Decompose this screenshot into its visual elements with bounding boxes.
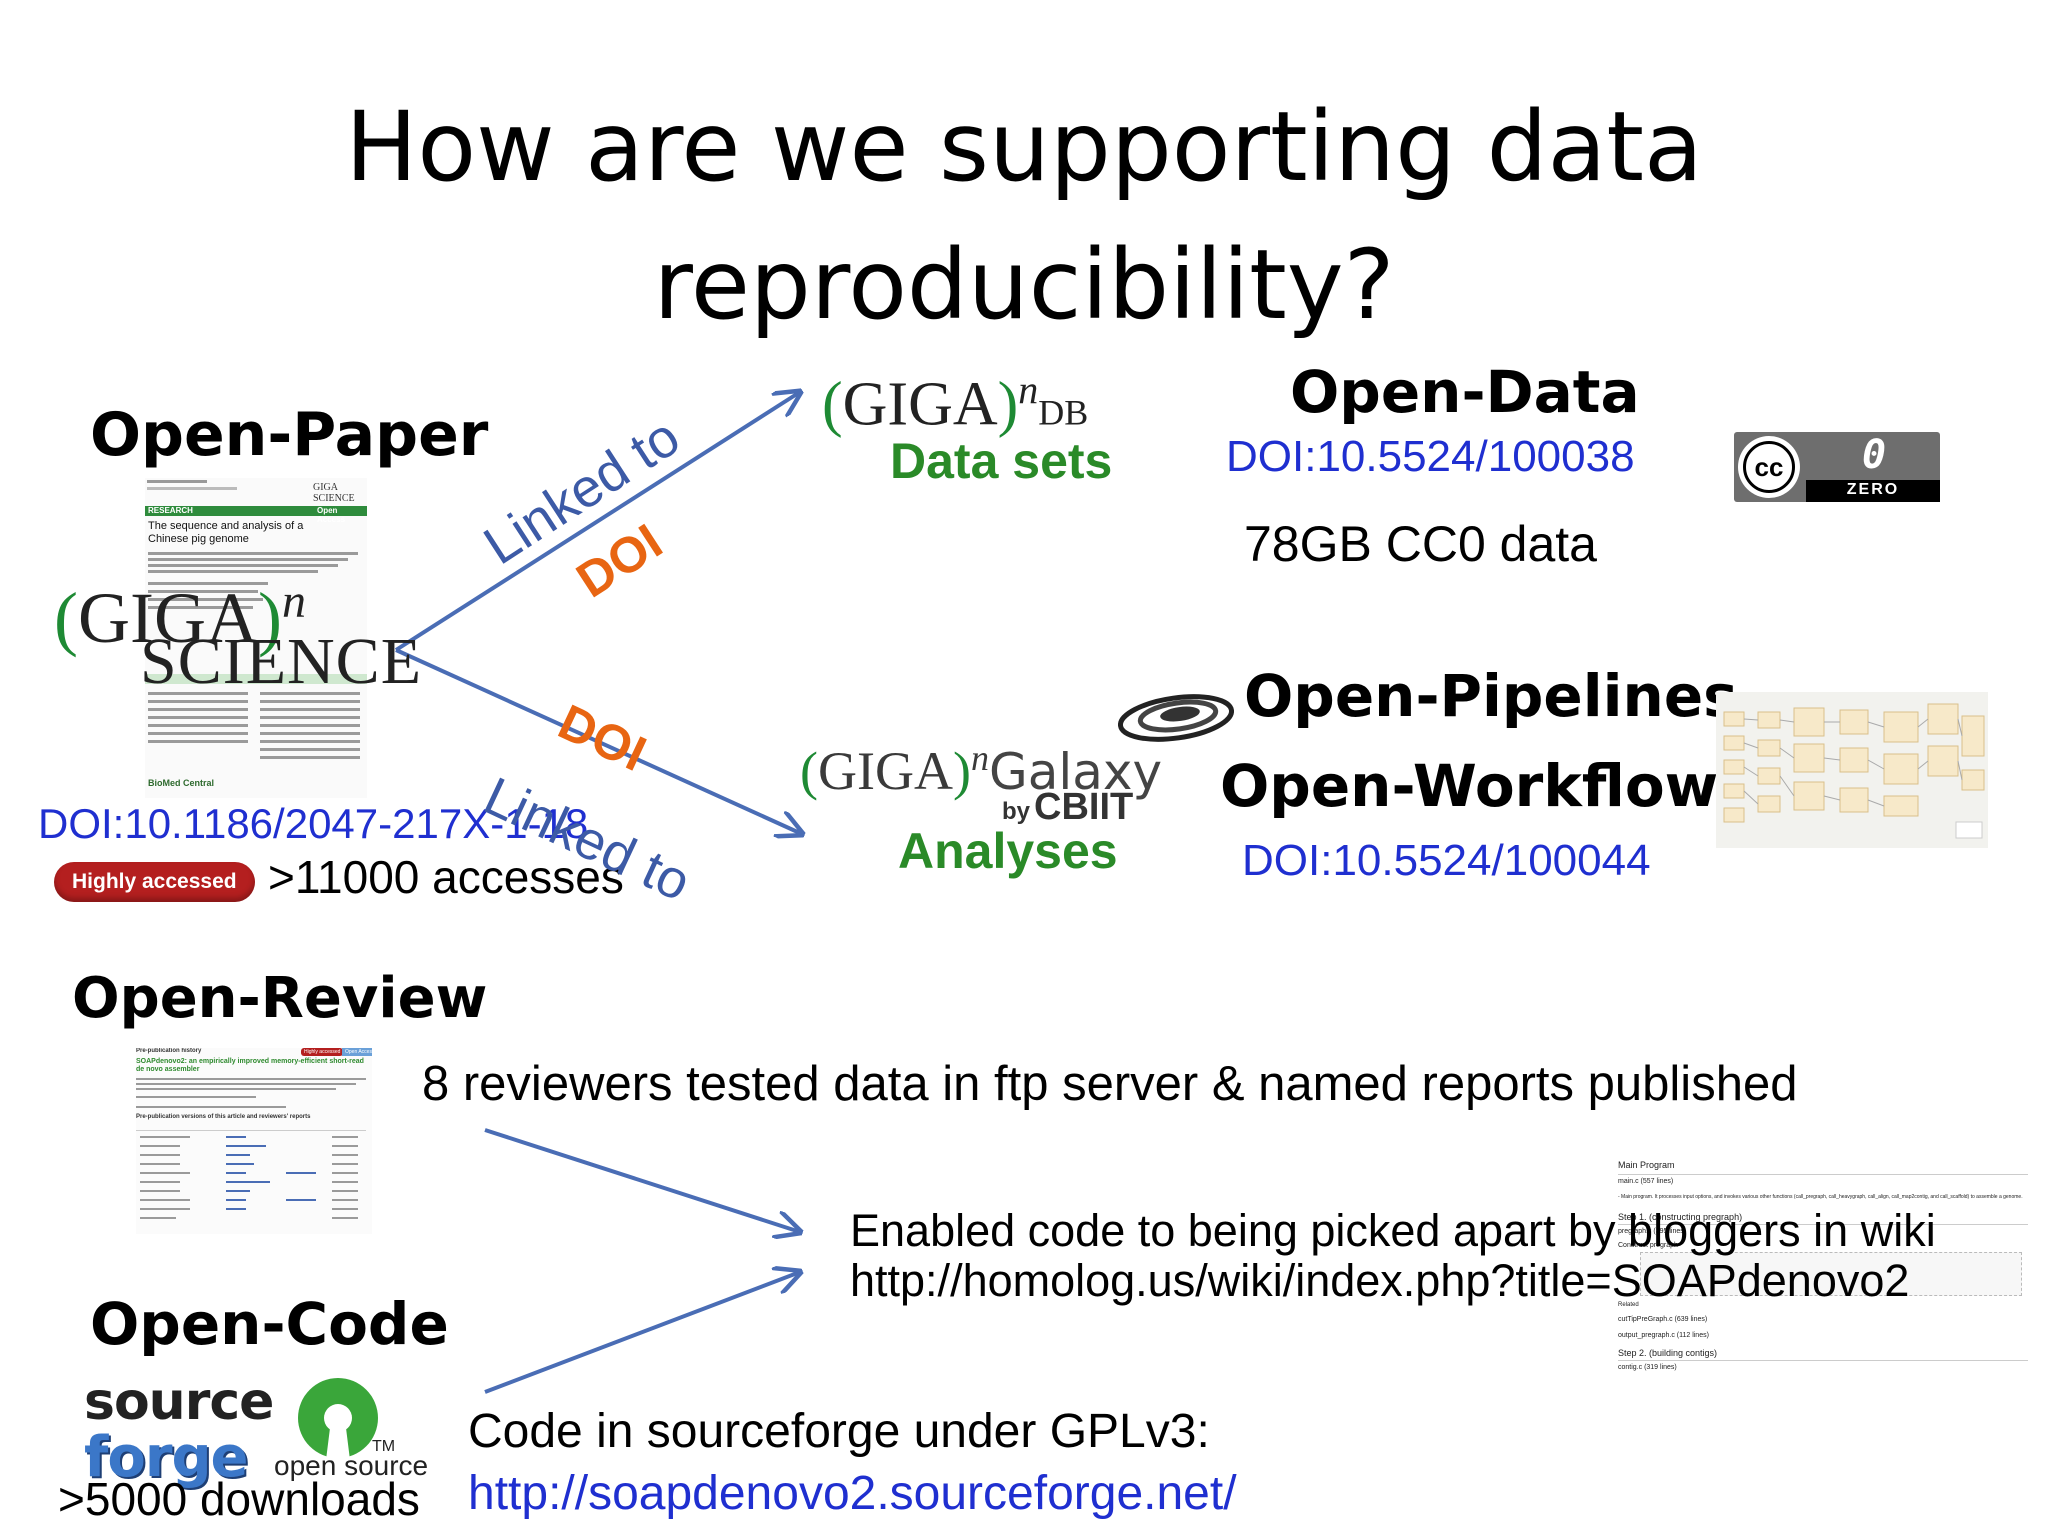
wiki-thumbnail-step1: Step 1. (constructing pregraph) bbox=[1618, 1212, 1743, 1222]
gigadb-logo-giga: GIGA bbox=[842, 370, 998, 439]
paper-thumbnail: GIGA SCIENCE RESEARCH Open Access The se… bbox=[145, 478, 367, 798]
workflow-thumbnail bbox=[1716, 692, 1988, 848]
open-review-description: 8 reviewers tested data in ftp server & … bbox=[422, 1057, 1798, 1111]
cc-icon: cc bbox=[1743, 441, 1795, 493]
arrow-to-galaxy bbox=[395, 648, 802, 834]
gigascience-logo-giga: GIGA bbox=[77, 578, 258, 658]
paper-thumbnail-section: RESEARCH bbox=[148, 506, 193, 515]
open-workflows-heading: Open-Workflows bbox=[1220, 752, 1753, 820]
code-license-text: Code in sourceforge under GPLv3: bbox=[468, 1405, 1210, 1458]
open-review-heading: Open-Review bbox=[72, 966, 488, 1031]
open-pipelines-heading: Open-Pipelines bbox=[1244, 662, 1738, 730]
gigagalaxy-logo-galaxy: Galaxy bbox=[988, 743, 1163, 801]
paper-thumbnail-access: Open Access bbox=[317, 506, 346, 524]
wiki-thumbnail-construct: Construct pregraph bbox=[1618, 1242, 1678, 1249]
gigagalaxy-logo-n: n bbox=[970, 738, 989, 778]
wiki-thumbnail-main-program: Main Program bbox=[1618, 1160, 1675, 1170]
sourceforge-logo-top: source bbox=[84, 1372, 274, 1432]
open-source-tm: TM bbox=[372, 1438, 396, 1455]
gigagalaxy-logo: (GIGA)nGalaxy bbox=[800, 738, 1163, 801]
paper-thumbnail-journal: GIGA SCIENCE bbox=[313, 482, 355, 504]
open-source-icon bbox=[296, 1376, 380, 1460]
cc-zero-label: ZERO bbox=[1846, 481, 1900, 498]
cc-zero-glyph: 0 bbox=[1861, 432, 1887, 478]
review-thumbnail-title: SOAPdenovo2: an empirically improved mem… bbox=[136, 1058, 364, 1073]
open-source-label: open source bbox=[274, 1450, 429, 1481]
wiki-thumbnail: Main Program main.c (557 lines) - Main p… bbox=[1612, 1152, 2032, 1382]
gigascience-logo: (GIGA)n bbox=[54, 575, 306, 658]
cbiit-name: CBIIT bbox=[1034, 786, 1134, 828]
wiki-description: Enabled code to being picked apart by bl… bbox=[850, 1206, 1936, 1306]
gigascience-logo-science: SCIENCE bbox=[140, 625, 423, 698]
highly-accessed-badge: Highly accessed bbox=[54, 862, 255, 902]
wiki-thumbnail-file1: cutTipPreGraph.c (639 lines) bbox=[1618, 1316, 1708, 1323]
review-thumbnail-table-heading: Pre-publication versions of this article… bbox=[136, 1114, 311, 1120]
wiki-thumbnail-step2: Step 2. (building contigs) bbox=[1618, 1348, 1718, 1358]
sourceforge-logo-bottom: forge bbox=[84, 1425, 249, 1490]
open-data-heading: Open-Data bbox=[1290, 358, 1640, 426]
code-url-link[interactable]: http://soapdenovo2.sourceforge.net/ bbox=[468, 1467, 1237, 1520]
open-pipelines-doi: DOI:10.5524/100044 bbox=[1242, 836, 1651, 885]
gigadb-logo-n: n bbox=[1018, 367, 1039, 412]
review-thumbnail: Pre-publication history Highly accessed … bbox=[136, 1048, 372, 1234]
code-downloads: >5000 downloads bbox=[58, 1473, 420, 1525]
wiki-thumbnail-main-desc: - Main program. It processes input optio… bbox=[1618, 1194, 2023, 1200]
wiki-thumbnail-pregraph: pregraph.c (395 lines) bbox=[1618, 1228, 1687, 1235]
paper-thumbnail-title: The sequence and analysis of a Chinese p… bbox=[148, 520, 304, 545]
review-thumbnail-button: Open Access bbox=[342, 1048, 372, 1056]
arrow-from-code bbox=[484, 1272, 800, 1394]
paper-thumbnail-publisher: BioMed Central bbox=[148, 778, 215, 788]
gigadb-logo-db: DB bbox=[1038, 392, 1089, 433]
review-thumbnail-label: Pre-publication history bbox=[136, 1048, 202, 1054]
galaxy-caption: Analyses bbox=[898, 823, 1118, 879]
gigadb-caption: Data sets bbox=[890, 433, 1113, 489]
arrow-to-gigadb bbox=[394, 392, 800, 652]
gigagalaxy-logo-giga: GIGA bbox=[817, 741, 953, 801]
paper-accesses: >11000 accesses bbox=[268, 851, 624, 903]
open-paper-heading: Open-Paper bbox=[90, 400, 489, 470]
wiki-thumbnail-file2: output_pregraph.c (112 lines) bbox=[1618, 1332, 1709, 1339]
review-thumbnail-badge: Highly accessed bbox=[301, 1048, 344, 1056]
arrow-from-review bbox=[484, 1128, 800, 1232]
open-code-heading: Open-Code bbox=[90, 1290, 449, 1358]
slide-title: How are we supporting data reproducibili… bbox=[0, 78, 2048, 354]
open-paper-doi: DOI:10.1186/2047-217X-1-18 bbox=[38, 800, 589, 847]
galaxy-swirl-icon bbox=[1117, 690, 1235, 746]
title-line-2: reproducibility? bbox=[653, 229, 1395, 341]
open-data-summary: 78GB CC0 data bbox=[1244, 516, 1597, 572]
sourceforge-logo: source forge bbox=[84, 1372, 274, 1490]
cbiit-by: by bbox=[1002, 798, 1031, 825]
wiki-thumbnail-main-file: main.c (557 lines) bbox=[1618, 1178, 1674, 1185]
wiki-url[interactable]: http://homolog.us/wiki/index.php?title=S… bbox=[850, 1255, 1910, 1306]
wiki-line-1: Enabled code to being picked apart by bl… bbox=[850, 1205, 1936, 1256]
title-line-1: How are we supporting data bbox=[345, 91, 1703, 203]
wiki-thumbnail-file3: contig.c (319 lines) bbox=[1618, 1364, 1677, 1371]
open-data-doi: DOI:10.5524/100038 bbox=[1226, 432, 1635, 481]
gigascience-logo-n: n bbox=[281, 575, 306, 628]
cc0-badge: cc 0 ZERO bbox=[1734, 432, 1940, 502]
wiki-thumbnail-related: Related bbox=[1618, 1302, 1639, 1308]
gigadb-logo: (GIGA)nDB bbox=[822, 367, 1089, 439]
